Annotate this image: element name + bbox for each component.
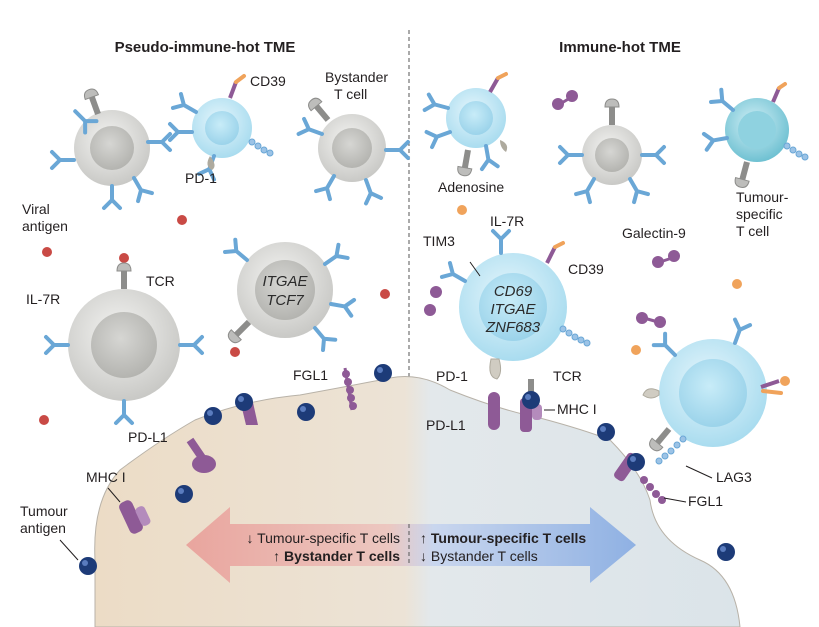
adenosine-dot — [631, 345, 641, 355]
tumour-antigen-ball — [204, 407, 222, 425]
pdl1-molecule-right — [488, 392, 500, 430]
large-bystander-cell — [44, 262, 204, 425]
il7r-label-left: IL-7R — [26, 291, 60, 307]
bystander-label-line1: Bystander — [325, 69, 388, 85]
il7r-label-right: IL-7R — [490, 213, 524, 229]
galectin-9-molecule — [652, 250, 680, 268]
tumour-antigen-ball — [235, 393, 253, 411]
pd1-label-left: PD-1 — [185, 170, 217, 186]
gene-itgae-left: ITGAE — [262, 273, 308, 290]
gene-znf683: ZNF683 — [485, 319, 541, 336]
tumour-mass — [94, 376, 741, 627]
tumour-antigen-ball — [597, 423, 615, 441]
viral-antigen-dot — [380, 289, 390, 299]
tim3-label: TIM3 — [423, 233, 455, 249]
galectin-9-molecule — [636, 312, 666, 328]
pdl1-label-left: PD-L1 — [128, 429, 168, 445]
arrow-right-line1: ↑ Tumour-specific T cells — [420, 530, 586, 546]
adenosine-dot — [457, 205, 467, 215]
fgl1-molecule-left — [342, 367, 357, 411]
tcr-label-right: TCR — [553, 368, 582, 384]
arrow-right-line2: ↓ Bystander T cells — [420, 548, 538, 564]
galectin-9-molecule — [424, 286, 442, 316]
cd39-label-left: CD39 — [250, 73, 286, 89]
double-arrow — [186, 507, 636, 583]
viral-antigen-dot — [42, 247, 52, 257]
tumour-antigen-ball — [297, 403, 315, 421]
right-panel-title: Immune-hot TME — [559, 39, 681, 56]
galectin-9-label: Galectin-9 — [622, 225, 686, 241]
pd1-label-right: PD-1 — [436, 368, 468, 384]
tumour-specific-t-cell-teal — [701, 82, 809, 190]
tumour-specific-label-line3: T cell — [736, 223, 769, 239]
viral-antigen-dot — [177, 215, 187, 225]
viral-antigen-dot — [119, 253, 129, 263]
grey-t-cell — [558, 98, 666, 205]
bystander-t-cell — [296, 95, 410, 206]
tumour-antigen-ball — [79, 557, 97, 575]
viral-antigen-dot — [230, 347, 240, 357]
tcr-label-left: TCR — [146, 273, 175, 289]
tumour-antigen-ball — [175, 485, 193, 503]
arrow-left-line2: ↑ Bystander T cells — [273, 548, 400, 564]
gene-itgae-right: ITGAE — [490, 301, 536, 318]
mhc-label-left: MHC I — [86, 469, 126, 485]
fgl1-label-left: FGL1 — [293, 367, 328, 383]
tumour-specific-t-cell — [168, 74, 274, 182]
viral-antigen-label-line1: Viral — [22, 201, 50, 217]
central-tumour-specific-cell — [439, 229, 591, 406]
gene-tcf7-left: TCF7 — [266, 292, 304, 309]
tumour-antigen-ball — [522, 391, 540, 409]
lag3-label: LAG3 — [716, 469, 752, 485]
fgl1-label-right: FGL1 — [688, 493, 723, 509]
arrow-left-line1: ↓ Tumour-specific T cells — [246, 530, 400, 546]
bystander-label-line2: T cell — [334, 86, 367, 102]
viral-antigen-dot — [39, 415, 49, 425]
tumour-antigen-label-line2: antigen — [20, 520, 66, 536]
tumour-specific-t-cell — [422, 72, 508, 178]
mhc-label-right: MHC I — [557, 401, 597, 417]
cd39-label-right: CD39 — [568, 261, 604, 277]
lag3-t-cell — [642, 317, 790, 465]
left-panel-title: Pseudo-immune-hot TME — [115, 39, 296, 56]
tumour-antigen-ball — [717, 543, 735, 561]
adenosine-dot — [732, 279, 742, 289]
grey-t-cell — [50, 86, 172, 210]
tumour-antigen-ball — [627, 453, 645, 471]
tumour-antigen-ball — [374, 364, 392, 382]
mhc-molecule-left — [119, 500, 151, 534]
adenosine-label: Adenosine — [438, 179, 504, 195]
galectin-9-molecule — [552, 90, 578, 110]
tumour-antigen-label-line1: Tumour — [20, 503, 68, 519]
tumour-specific-label-line1: Tumour- — [736, 189, 789, 205]
tumour-specific-label-line2: specific — [736, 206, 783, 222]
pdl1-label-right: PD-L1 — [426, 417, 466, 433]
gene-cd69: CD69 — [494, 283, 533, 300]
viral-antigen-label-line2: antigen — [22, 218, 68, 234]
itgae-tcf7-cell — [223, 237, 357, 352]
